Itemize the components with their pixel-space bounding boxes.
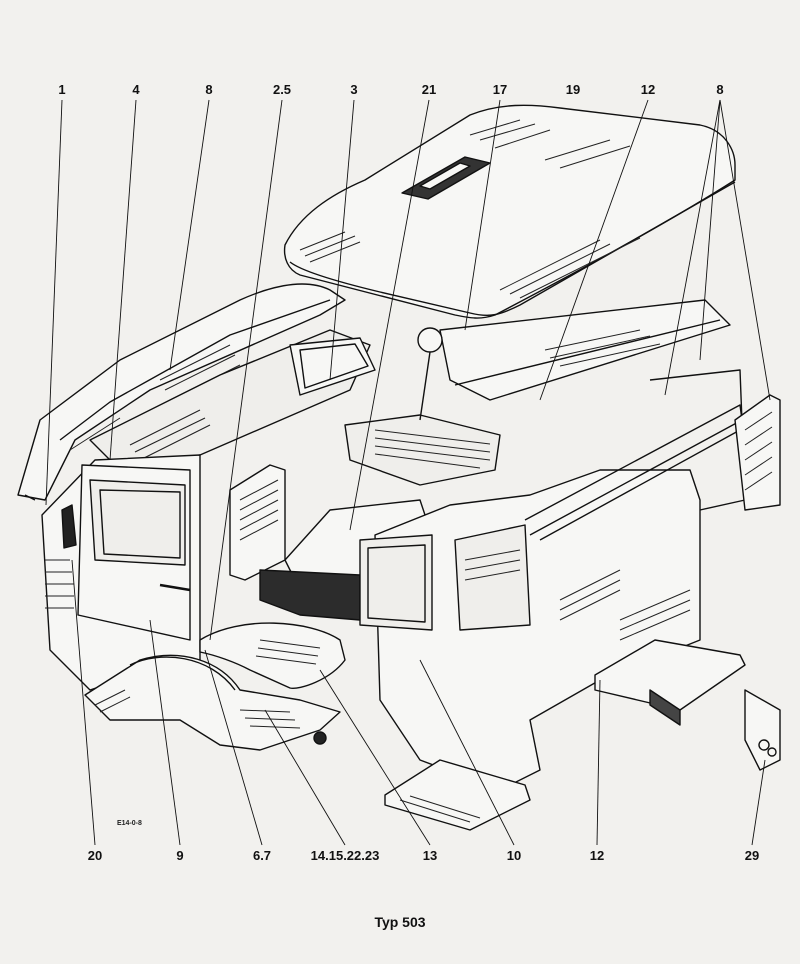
callout-label: 13 bbox=[422, 848, 438, 863]
left-cab-shell bbox=[41, 454, 201, 691]
callout-label: 17 bbox=[492, 82, 508, 97]
windscreen-assembly bbox=[17, 283, 376, 501]
callout-label: 8 bbox=[205, 82, 213, 97]
drawing-code: E14-0-8 bbox=[117, 820, 142, 827]
callout-label: 29 bbox=[744, 848, 760, 863]
callout-label: 21 bbox=[421, 82, 437, 97]
driver-seat bbox=[229, 464, 286, 581]
callout-label: 20 bbox=[87, 848, 103, 863]
callout-label: 12 bbox=[640, 82, 656, 97]
floor-trays bbox=[384, 639, 781, 831]
callout-label: 9 bbox=[176, 848, 184, 863]
leader-lines bbox=[45, 99, 771, 846]
roof-panel bbox=[283, 104, 736, 319]
callout-label: 8 bbox=[716, 82, 724, 97]
callout-label: 10 bbox=[506, 848, 522, 863]
figure-caption: Typ 503 bbox=[374, 914, 426, 930]
callout-label: 1 bbox=[58, 82, 66, 97]
callout-label: 4 bbox=[132, 82, 140, 97]
callout-label: 2.5 bbox=[272, 82, 292, 97]
callout-label: 3 bbox=[350, 82, 358, 97]
callout-label: 12 bbox=[589, 848, 605, 863]
callout-label: 19 bbox=[565, 82, 581, 97]
right-body-shell bbox=[344, 299, 781, 791]
callout-label: 14.15.22.23 bbox=[310, 848, 380, 863]
callout-label: 6.7 bbox=[252, 848, 272, 863]
